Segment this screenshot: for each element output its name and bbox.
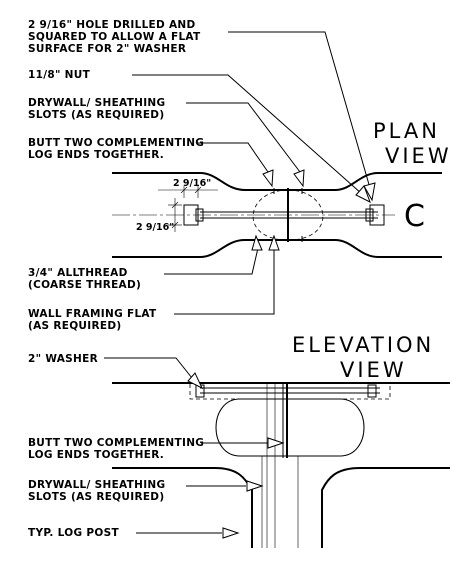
centerline-symbol: C	[404, 199, 425, 234]
elevation-view-title-line2: VIEW	[340, 358, 407, 382]
arrow-wall-flat	[268, 234, 280, 251]
leader-washer	[104, 357, 204, 390]
note-allthread: 3/4" ALLTHREAD (COARSE THREAD)	[28, 267, 141, 291]
leader-slots-bottom	[186, 480, 264, 492]
plan-log-upper-outline	[112, 172, 442, 191]
leader-wall-flat	[174, 234, 280, 315]
arrow-slots-bottom	[246, 480, 264, 492]
arrow-nut	[355, 185, 371, 204]
plan-view-title-line1: PLAN	[373, 119, 440, 143]
elevation-nut-right	[367, 384, 377, 398]
elevation-washer-outline	[189, 382, 391, 400]
note-wall-flat: WALL FRAMING FLAT (AS REQUIRED)	[28, 308, 157, 332]
arrow-butt-bottom	[267, 437, 285, 449]
leader-log-post	[136, 527, 240, 539]
arrow-hole	[363, 182, 376, 202]
note-butt-top-line1: BUTT TWO COMPLEMENTING	[28, 137, 204, 149]
note-hole-line3: SURFACE FOR 2" WASHER	[28, 43, 186, 55]
note-butt-bottom: BUTT TWO COMPLEMENTING LOG ENDS TOGETHER…	[28, 437, 204, 461]
note-butt-bottom-line2: LOG ENDS TOGETHER.	[28, 449, 164, 461]
note-slots-top-line1: DRYWALL/ SHEATHING	[28, 97, 165, 109]
arrow-washer	[187, 372, 204, 390]
leader-butt-bottom	[202, 437, 285, 449]
note-butt-top-line2: LOG ENDS TOGETHER.	[28, 149, 164, 161]
note-log-post: TYP. LOG POST	[28, 527, 119, 539]
leader-slots-top	[186, 102, 305, 188]
note-slots-bottom-line1: DRYWALL/ SHEATHING	[28, 479, 165, 491]
plan-view-title: PLAN VIEW	[373, 119, 452, 168]
dimension-vertical: 2 9/16"	[136, 198, 182, 233]
leader-butt-top	[198, 142, 274, 188]
note-slots-bottom-line2: SLOTS (AS REQUIRED)	[28, 491, 164, 503]
note-slots-top-line2: SLOTS (AS REQUIRED)	[28, 109, 164, 121]
note-hole-line2: SQUARED TO ALLOW A FLAT	[28, 31, 201, 43]
arrow-log-post	[222, 527, 240, 539]
plan-hole-right	[369, 204, 385, 226]
plan-hole-left	[183, 204, 199, 226]
elevation-view-title-line1: ELEVATION	[292, 333, 434, 357]
note-slots-bottom: DRYWALL/ SHEATHING SLOTS (AS REQUIRED)	[28, 479, 165, 503]
leader-hole	[228, 31, 376, 202]
note-hole-line1: 2 9/16" HOLE DRILLED AND	[28, 19, 196, 31]
plan-nut-left	[195, 208, 204, 222]
arrow-slots-top	[293, 169, 305, 188]
dimension-vertical-label: 2 9/16"	[136, 222, 174, 233]
plan-view: C 2 9/16" 2 9/16"	[112, 172, 442, 258]
elevation-log-lower-outline	[112, 467, 253, 548]
note-wall-flat-line1: WALL FRAMING FLAT	[28, 308, 157, 320]
dimension-horizontal-label: 2 9/16"	[173, 178, 211, 189]
note-butt-bottom-line1: BUTT TWO COMPLEMENTING	[28, 437, 204, 449]
elevation-view	[112, 382, 450, 548]
note-nut: 11/8" NUT	[28, 69, 91, 81]
leader-allthread	[164, 234, 263, 275]
arrow-allthread	[251, 234, 263, 251]
note-slots-top: DRYWALL/ SHEATHING SLOTS (AS REQUIRED)	[28, 97, 165, 121]
note-wall-flat-line2: (AS REQUIRED)	[28, 320, 121, 332]
elevation-view-title: ELEVATION VIEW	[292, 333, 434, 382]
plan-view-title-line2: VIEW	[385, 144, 452, 168]
arrow-butt-top	[262, 169, 274, 188]
note-hole: 2 9/16" HOLE DRILLED AND SQUARED TO ALLO…	[28, 19, 201, 55]
elevation-log-lower-outline-right	[321, 467, 450, 548]
dimension-horizontal: 2 9/16"	[158, 178, 218, 198]
note-butt-top: BUTT TWO COMPLEMENTING LOG ENDS TOGETHER…	[28, 137, 204, 161]
note-allthread-line2: (COARSE THREAD)	[28, 279, 141, 291]
note-washer: 2" WASHER	[28, 353, 98, 365]
plan-nut-right	[365, 208, 374, 222]
note-allthread-line1: 3/4" ALLTHREAD	[28, 267, 128, 279]
elevation-log-end	[215, 398, 365, 457]
leader-nut	[132, 74, 371, 204]
